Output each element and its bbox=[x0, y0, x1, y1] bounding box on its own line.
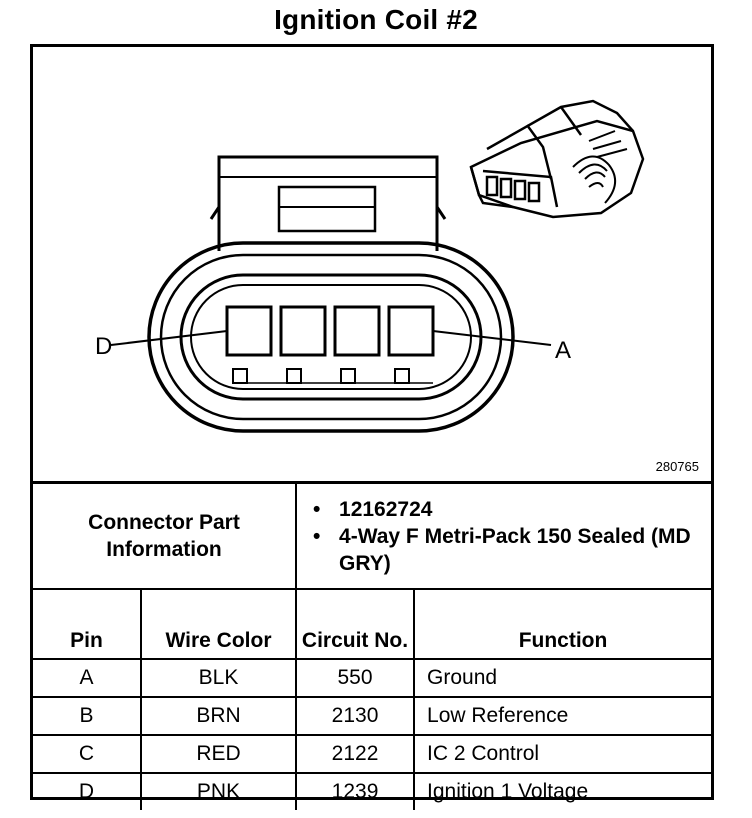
connector-part-row: Connector Part Information •12162724 •4-… bbox=[33, 481, 712, 590]
leader-line-a bbox=[432, 330, 552, 346]
pin-cell: A bbox=[33, 658, 142, 698]
function-cell: Ground bbox=[413, 658, 712, 698]
table-header-row: Pin Wire Color Circuit No. Function bbox=[33, 588, 712, 660]
wire-color-cell: BRN bbox=[139, 696, 298, 736]
figure-id: 280765 bbox=[655, 459, 699, 474]
table-row: D PNK 1239 Ignition 1 Voltage bbox=[33, 772, 712, 810]
page-title: Ignition Coil #2 bbox=[274, 4, 478, 35]
connector-part-info: •12162724 •4-Way F Metri-Pack 150 Sealed… bbox=[295, 481, 712, 590]
circuit-cell: 2122 bbox=[295, 734, 416, 774]
table-row: C RED 2122 IC 2 Control bbox=[33, 734, 712, 774]
pin-cell: C bbox=[33, 734, 142, 774]
circuit-cell: 550 bbox=[295, 658, 416, 698]
table-row: A BLK 550 Ground bbox=[33, 658, 712, 698]
circuit-cell: 2130 bbox=[295, 696, 416, 736]
connector-diagram: D A bbox=[95, 99, 645, 433]
wire-color-cell: PNK bbox=[139, 772, 298, 810]
header-pin: Pin bbox=[33, 588, 142, 660]
pin-d-label: D bbox=[95, 333, 112, 360]
function-cell: Ignition 1 Voltage bbox=[413, 772, 712, 810]
pin-cell: D bbox=[33, 772, 142, 810]
function-cell: Low Reference bbox=[413, 696, 712, 736]
part-item: •12162724 bbox=[313, 497, 433, 521]
pin-a-label: A bbox=[555, 337, 571, 364]
leader-line-d bbox=[110, 330, 228, 346]
part-item: •4-Way F Metri-Pack 150 Sealed (MD GRY) bbox=[313, 524, 691, 575]
connector-info-table: Connector Part Information •12162724 •4-… bbox=[33, 481, 712, 810]
connector-face bbox=[147, 155, 515, 433]
wire-color-cell: BLK bbox=[139, 658, 298, 698]
part-number: 12162724 bbox=[339, 497, 433, 521]
connector-part-label: Connector Part Information bbox=[33, 481, 298, 590]
circuit-cell: 1239 bbox=[295, 772, 416, 810]
function-cell: IC 2 Control bbox=[413, 734, 712, 774]
header-function: Function bbox=[413, 588, 712, 660]
connector-sheet: D A 280765 Connector Part Information bbox=[30, 44, 714, 810]
table-row: B BRN 2130 Low Reference bbox=[33, 696, 712, 736]
wire-color-cell: RED bbox=[139, 734, 298, 774]
header-circuit-no: Circuit No. bbox=[295, 588, 416, 660]
connector-isometric-icon bbox=[469, 99, 645, 219]
pin-cell: B bbox=[33, 696, 142, 736]
part-description: 4-Way F Metri-Pack 150 Sealed (MD GRY) bbox=[339, 524, 691, 575]
header-wire-color: Wire Color bbox=[139, 588, 298, 660]
